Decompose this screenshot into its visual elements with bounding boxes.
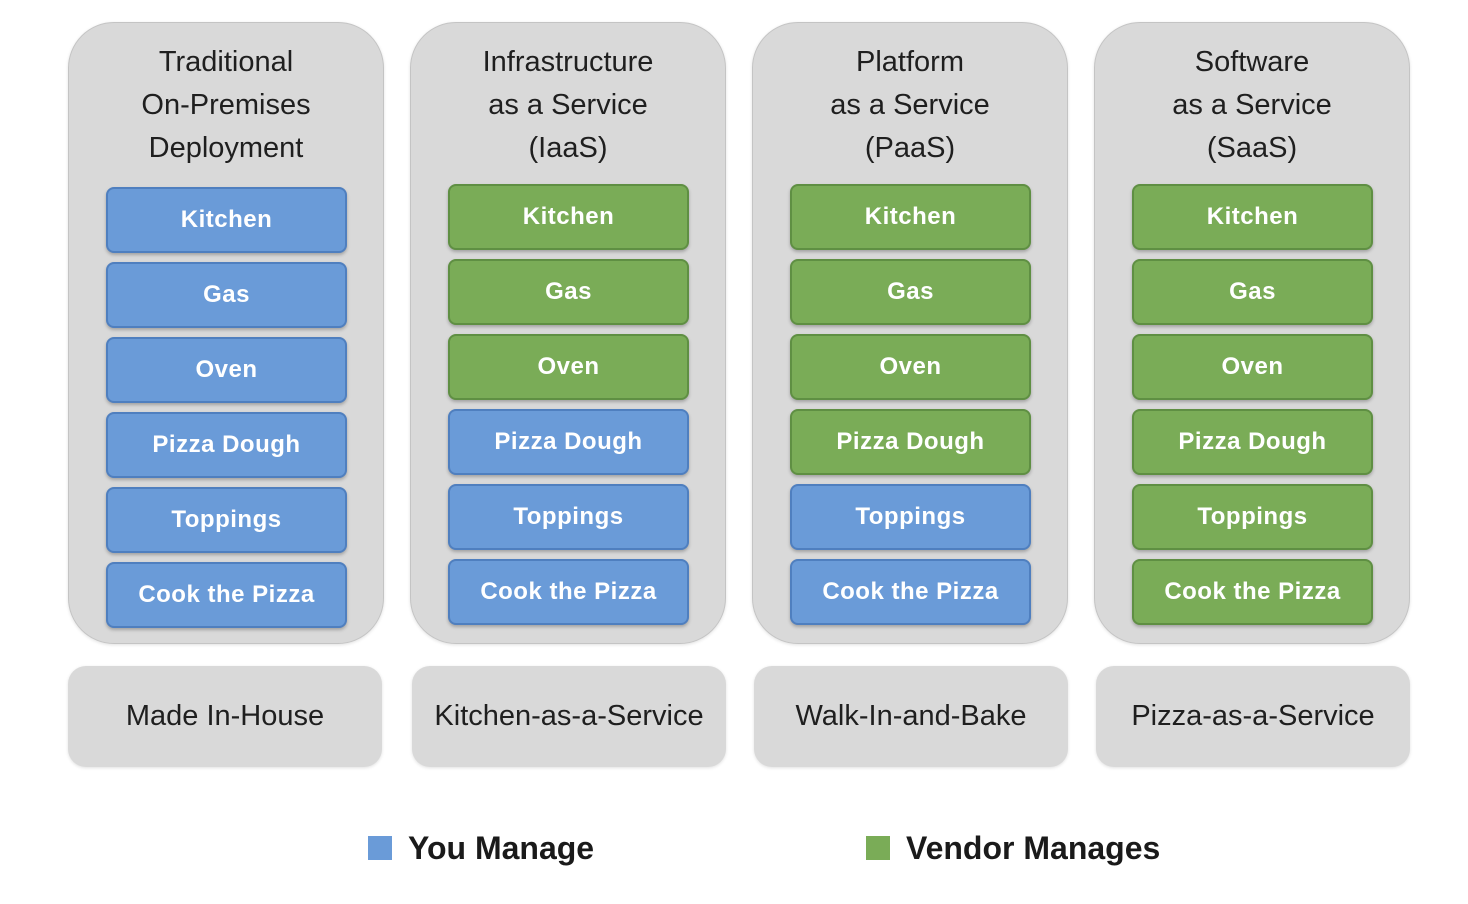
column-on-premises: Traditional On-Premises Deployment Kitch…: [68, 22, 384, 644]
legend-item-vendor-manages: Vendor Manages: [866, 826, 1160, 870]
legend-label-you-manage: You Manage: [408, 829, 595, 866]
column-iaas: Infrastructure as a Service (IaaS) Kitch…: [410, 22, 726, 644]
layer-cook-the-pizza: Cook the Pizza: [790, 559, 1031, 625]
layer-pizza-dough: Pizza Dough: [448, 409, 689, 475]
layer-toppings: Toppings: [448, 484, 689, 550]
column-title: Traditional On-Premises Deployment: [141, 46, 311, 164]
legend-label-vendor-manages: Vendor Manages: [906, 829, 1161, 866]
layer-cook-the-pizza: Cook the Pizza: [448, 559, 689, 625]
layer-cook-the-pizza: Cook the Pizza: [1132, 559, 1373, 625]
column-title: Platform as a Service (PaaS): [830, 46, 990, 164]
layer-pizza-dough: Pizza Dough: [106, 412, 347, 478]
layer-pizza-dough: Pizza Dough: [1132, 409, 1373, 475]
layer-kitchen: Kitchen: [448, 184, 689, 250]
column-paas: Platform as a Service (PaaS) Kitchen Gas…: [752, 22, 1068, 644]
layer-gas: Gas: [1132, 259, 1373, 325]
layer-toppings: Toppings: [790, 484, 1031, 550]
legend: You Manage Vendor Manages: [0, 826, 1468, 870]
layer-toppings: Toppings: [1132, 484, 1373, 550]
layer-oven: Oven: [448, 334, 689, 400]
layer-oven: Oven: [1132, 334, 1373, 400]
layer-kitchen: Kitchen: [790, 184, 1031, 250]
layer-gas: Gas: [106, 262, 347, 328]
layer-gas: Gas: [448, 259, 689, 325]
caption-walk-in-and-bake: Walk-In-and-Bake: [754, 666, 1068, 767]
caption-kitchen-as-a-service: Kitchen-as-a-Service: [412, 666, 726, 767]
layer-toppings: Toppings: [106, 487, 347, 553]
layer-cook-the-pizza: Cook the Pizza: [106, 562, 347, 628]
layer-gas: Gas: [790, 259, 1031, 325]
column-saas: Software as a Service (SaaS) Kitchen Gas…: [1094, 22, 1410, 644]
service-model-columns: Traditional On-Premises Deployment Kitch…: [68, 22, 1410, 767]
column-title: Software as a Service (SaaS): [1172, 46, 1332, 164]
legend-swatch-you-manage: [368, 836, 392, 860]
column-title: Infrastructure as a Service (IaaS): [482, 46, 654, 164]
layer-oven: Oven: [790, 334, 1031, 400]
legend-swatch-vendor-manages: [866, 836, 890, 860]
legend-item-you-manage: You Manage: [368, 826, 594, 870]
layer-pizza-dough: Pizza Dough: [790, 409, 1031, 475]
layer-oven: Oven: [106, 337, 347, 403]
caption-pizza-as-a-service: Pizza-as-a-Service: [1096, 666, 1410, 767]
layer-kitchen: Kitchen: [1132, 184, 1373, 250]
layer-kitchen: Kitchen: [106, 187, 347, 253]
caption-made-in-house: Made In-House: [68, 666, 382, 767]
